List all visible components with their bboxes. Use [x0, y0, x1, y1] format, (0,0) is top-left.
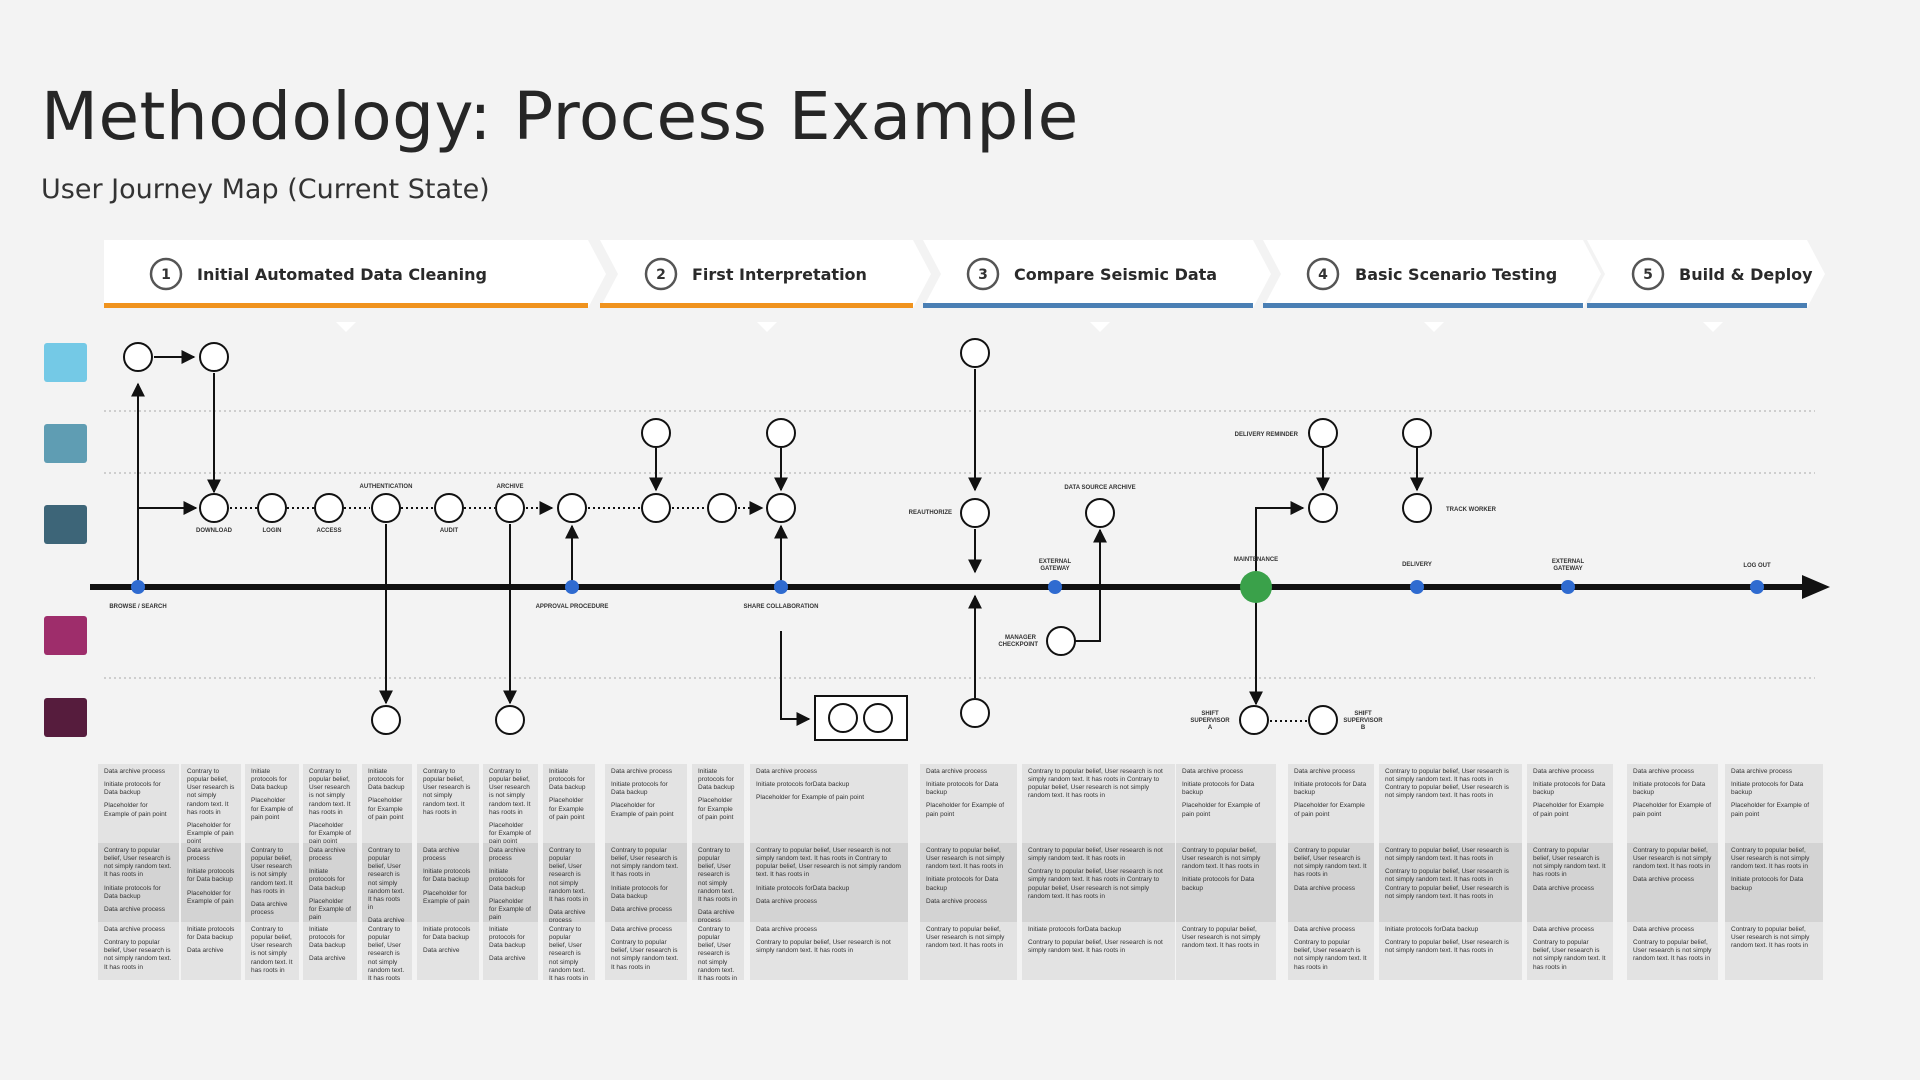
touchpoint-node[interactable]: [1239, 705, 1269, 735]
label-authentication: AUTHENTICATION: [360, 484, 413, 490]
touchpoints: [123, 338, 1432, 735]
stage-number-badge: [1306, 257, 1340, 291]
touchpoint-node[interactable]: [1046, 626, 1076, 656]
label-log-out: LOG OUT: [1743, 563, 1771, 569]
stage-label: First Interpretation: [692, 265, 867, 284]
stage-number-badge: [149, 257, 183, 291]
label-audit: AUDIT: [440, 528, 459, 534]
milestone-dot[interactable]: [565, 580, 579, 594]
touchpoint-node[interactable]: [1308, 493, 1338, 523]
label-shift-supervisor-b: SUPERVISOR: [1343, 718, 1383, 724]
milestone-green-dot[interactable]: [1240, 571, 1272, 603]
milestone-dot[interactable]: [1561, 580, 1575, 594]
label-shift-supervisor-b: SHIFT: [1354, 711, 1372, 717]
label-shift-supervisor-a: SHIFT: [1201, 711, 1219, 717]
touchpoint-node[interactable]: [766, 418, 796, 448]
persona-swatch-1: [44, 343, 87, 382]
touchpoint-node[interactable]: [257, 493, 287, 523]
node-group-box[interactable]: [814, 695, 908, 741]
touchpoint-node[interactable]: [1085, 498, 1115, 528]
label-delivery-reminder: DELIVERY REMINDER: [1235, 432, 1299, 438]
stage-number: 1: [161, 267, 171, 283]
stage-label: Compare Seismic Data: [1014, 265, 1217, 284]
touchpoint-node[interactable]: [960, 698, 990, 728]
timeline-dots: [131, 571, 1764, 603]
touchpoint-node[interactable]: [1402, 418, 1432, 448]
stage-number-badge: [966, 257, 1000, 291]
stage-banner-4[interactable]: 4 Basic Scenario Testing: [1263, 240, 1601, 332]
stage-banner-2[interactable]: 2 First Interpretation: [600, 240, 931, 332]
persona-swatch-5: [44, 698, 87, 737]
touchpoint-node[interactable]: [123, 342, 153, 372]
touchpoint-node[interactable]: [495, 705, 525, 735]
node-labels: DOWNLOAD LOGIN ACCESS AUTHENTICATION AUD…: [109, 432, 1771, 731]
label-approval-procedure: APPROVAL PROCEDURE: [536, 604, 609, 610]
persona-swatch-2: [44, 424, 87, 463]
stage-banner-5[interactable]: 5 Build & Deploy: [1587, 240, 1825, 332]
label-external-gateway-2: GATEWAY: [1553, 566, 1582, 572]
touchpoint-node[interactable]: [495, 493, 525, 523]
touchpoint-node[interactable]: [766, 493, 796, 523]
page-title: Methodology: Process Example: [41, 78, 1079, 155]
milestone-dot[interactable]: [774, 580, 788, 594]
label-shift-supervisor-a: A: [1208, 725, 1213, 731]
touchpoint-node[interactable]: [1308, 418, 1338, 448]
stage-banner-3[interactable]: 3 Compare Seismic Data: [923, 240, 1271, 332]
milestone-dot[interactable]: [1048, 580, 1062, 594]
stage-number: 3: [978, 267, 988, 283]
lane-dividers: [104, 410, 1815, 679]
label-share-collaboration: SHARE COLLABORATION: [744, 604, 819, 610]
label-archive: ARCHIVE: [496, 484, 523, 490]
touchpoint-node[interactable]: [960, 338, 990, 368]
timeline: [90, 575, 1830, 599]
touchpoint-node[interactable]: [1308, 705, 1338, 735]
label-track-worker: TRACK WORKER: [1446, 507, 1497, 513]
label-manager-checkpoint: MANAGER: [1005, 635, 1037, 641]
milestone-dot[interactable]: [1410, 580, 1424, 594]
stage-number: 2: [656, 267, 666, 283]
touchpoint-node[interactable]: [371, 493, 401, 523]
label-reauthorize: REAUTHORIZE: [909, 510, 952, 516]
stage-number: 4: [1318, 267, 1328, 283]
touchpoint-node[interactable]: [1402, 493, 1432, 523]
label-access: ACCESS: [316, 528, 341, 534]
stage-number-badge: [1631, 257, 1665, 291]
label-browse-search: BROWSE / SEARCH: [109, 604, 166, 610]
stage-number: 5: [1643, 267, 1653, 283]
touchpoint-node[interactable]: [199, 342, 229, 372]
touchpoint-node[interactable]: [707, 493, 737, 523]
persona-swatch-3: [44, 505, 87, 544]
label-shift-supervisor-a: SUPERVISOR: [1190, 718, 1230, 724]
label-manager-checkpoint: CHECKPOINT: [998, 642, 1038, 648]
milestone-dot[interactable]: [1750, 580, 1764, 594]
touchpoint-node[interactable]: [314, 493, 344, 523]
touchpoint-node[interactable]: [371, 705, 401, 735]
stage-banner-1[interactable]: 1 Initial Automated Data Cleaning: [104, 240, 606, 332]
label-maintenance: MAINTENANCE: [1234, 557, 1278, 563]
label-login: LOGIN: [263, 528, 282, 534]
stage-label: Build & Deploy: [1679, 265, 1813, 284]
connectors: [131, 350, 1424, 726]
touchpoint-node[interactable]: [960, 498, 990, 528]
touchpoint-node[interactable]: [641, 418, 671, 448]
label-external-gateway: EXTERNAL: [1039, 559, 1072, 565]
label-data-source-archive: DATA SOURCE ARCHIVE: [1064, 485, 1135, 491]
touchpoint-node[interactable]: [641, 493, 671, 523]
label-delivery: DELIVERY: [1402, 562, 1432, 568]
label-download: DOWNLOAD: [196, 528, 233, 534]
stage-label: Initial Automated Data Cleaning: [197, 265, 487, 284]
milestone-dot[interactable]: [131, 580, 145, 594]
label-shift-supervisor-b: B: [1361, 725, 1366, 731]
stage-label: Basic Scenario Testing: [1355, 265, 1557, 284]
touchpoint-node[interactable]: [199, 493, 229, 523]
page-subtitle: User Journey Map (Current State): [41, 174, 490, 205]
label-external-gateway-2: EXTERNAL: [1552, 559, 1585, 565]
touchpoint-node[interactable]: [557, 493, 587, 523]
stage-number-badge: [644, 257, 678, 291]
touchpoint-node[interactable]: [434, 493, 464, 523]
label-external-gateway: GATEWAY: [1040, 566, 1069, 572]
persona-swatch-4: [44, 616, 87, 655]
